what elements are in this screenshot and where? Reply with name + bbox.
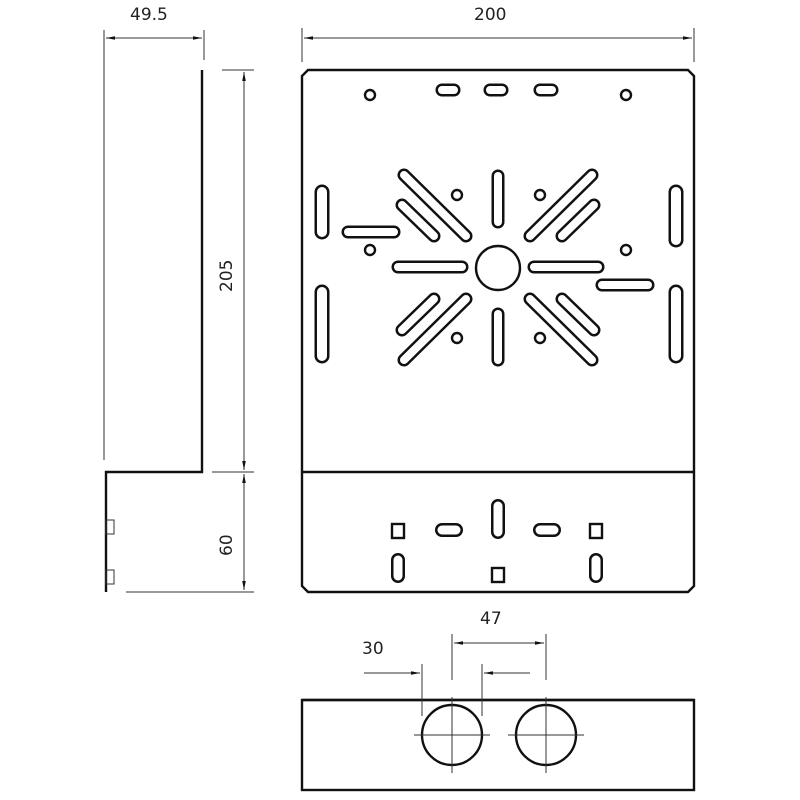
center-hole bbox=[474, 244, 522, 292]
slot bbox=[400, 295, 470, 364]
clip-tab bbox=[390, 522, 406, 540]
dim-flange-width: 49.5 bbox=[130, 5, 168, 25]
slot bbox=[558, 295, 598, 334]
round-hole bbox=[619, 243, 633, 257]
mounting-slots bbox=[314, 83, 684, 584]
front-view: 200 bbox=[300, 5, 696, 594]
slot bbox=[526, 295, 596, 364]
side-view: 49.5 205 60 bbox=[103, 5, 254, 593]
slot bbox=[558, 201, 598, 240]
round-hole bbox=[450, 188, 464, 202]
bottom-view: 47 30 bbox=[300, 609, 696, 792]
dim-hole-diameter: 30 bbox=[362, 639, 384, 659]
clip-tab bbox=[490, 566, 506, 584]
round-hole bbox=[450, 331, 464, 345]
round-hole bbox=[533, 188, 547, 202]
clip-tab bbox=[588, 522, 604, 540]
dim-plate-width: 200 bbox=[474, 5, 506, 25]
dim-plate-height: 205 bbox=[217, 260, 237, 292]
round-hole bbox=[619, 88, 633, 102]
dim-hole-spacing: 47 bbox=[480, 609, 502, 629]
slot bbox=[398, 295, 438, 334]
slot bbox=[526, 171, 596, 240]
slot bbox=[398, 201, 438, 240]
dim-lower-height: 60 bbox=[217, 534, 237, 556]
round-hole bbox=[533, 331, 547, 345]
round-hole bbox=[363, 88, 377, 102]
round-hole bbox=[363, 243, 377, 257]
slot bbox=[400, 171, 470, 240]
